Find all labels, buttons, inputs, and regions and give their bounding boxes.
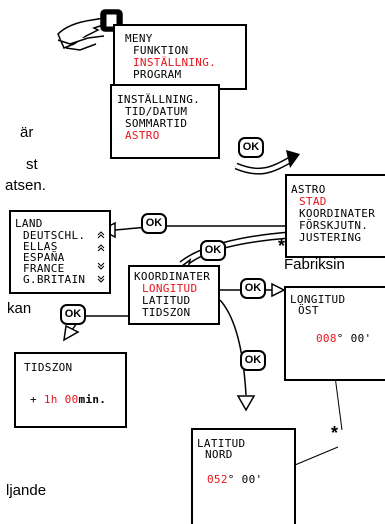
- ok-button: OK: [238, 137, 264, 158]
- timezone-min-label: min.: [78, 393, 107, 406]
- scroll-arrows-icon: [97, 231, 105, 283]
- coordinates-item-longitud: LONGITUD: [142, 282, 198, 295]
- side-text-2: st: [26, 156, 38, 173]
- ok-button: OK: [60, 304, 86, 325]
- timezone-hours: 1h: [43, 393, 58, 406]
- degree-symbol: °: [227, 473, 235, 486]
- coordinates-item-tidszon: TIDSZON: [142, 306, 191, 319]
- settings-item-astro: ASTRO: [125, 129, 160, 142]
- latitude-minutes: 00': [241, 473, 263, 486]
- latitude-degrees: 052: [207, 473, 228, 486]
- side-text-1: är: [20, 124, 34, 141]
- settings-screen: INSTÄLLNING. TID/DATUM SOMMARTID ASTRO: [110, 84, 220, 159]
- side-text-3: atsen.: [5, 177, 46, 194]
- latitude-value: 052° 00': [207, 474, 262, 485]
- astro-item-forskjutn: FÖRSKJUTN.: [299, 219, 369, 232]
- degree-symbol: °: [336, 332, 344, 345]
- side-text-4: kan: [7, 300, 32, 317]
- settings-item-sommartid: SOMMARTID: [125, 117, 188, 130]
- ok-button: OK: [200, 240, 226, 261]
- land-title: LAND: [15, 217, 43, 230]
- astro-item-justering: JUSTERING: [299, 231, 362, 244]
- menu-item-installning: INSTÄLLNING.: [133, 56, 217, 69]
- coordinates-screen: KOORDINATER LONGITUD LATITUD TIDSZON: [128, 265, 220, 325]
- land-country: G.BRITAIN: [23, 273, 86, 286]
- land-country: ELLAS: [23, 240, 58, 253]
- land-country: DEUTSCHL.: [23, 229, 86, 242]
- astro-item-stad: STAD: [299, 195, 327, 208]
- settings-item-tid-datum: TID/DATUM: [125, 105, 188, 118]
- timezone-sign: +: [30, 393, 37, 406]
- menu-item-funktion: FUNKTION: [133, 44, 189, 57]
- latitude-direction: NORD: [205, 448, 233, 461]
- land-country: FRANCE: [23, 262, 65, 275]
- menu-title: MENY: [125, 32, 153, 45]
- longitude-screen: LONGITUD ÖST 008° 00': [284, 286, 385, 381]
- latitude-title: LATITUD: [197, 437, 246, 450]
- ok-button: OK: [141, 213, 167, 234]
- timezone-value: + 1h 00min.: [30, 394, 106, 405]
- menu-item-program: PROGRAM: [133, 68, 182, 81]
- longitude-title: LONGITUD: [290, 293, 346, 306]
- ok-button: OK: [240, 350, 266, 371]
- timezone-screen: TIDSZON + 1h 00min.: [14, 352, 127, 428]
- ok-button: OK: [240, 278, 266, 299]
- longitude-value: 008° 00': [316, 333, 371, 344]
- side-text-5: ljande: [6, 482, 47, 499]
- hand-pressing-button-icon: [57, 9, 123, 51]
- astro-item-koordinater: KOORDINATER: [299, 207, 376, 220]
- land-screen: LAND DEUTSCHL. ELLAS ESPAÑA FRANCE G.BRI…: [9, 210, 111, 294]
- longitude-direction: ÖST: [298, 304, 319, 317]
- astro-screen: ASTRO STAD KOORDINATER FÖRSKJUTN. JUSTER…: [285, 174, 385, 258]
- settings-title: INSTÄLLNING.: [117, 93, 201, 106]
- land-country: ESPAÑA: [23, 251, 65, 264]
- longitude-degrees: 008: [316, 332, 337, 345]
- timezone-minutes: 00: [64, 393, 79, 406]
- asterisk-mark: *: [331, 423, 339, 443]
- menu-screen: MENY FUNKTION INSTÄLLNING. PROGRAM: [113, 24, 247, 90]
- timezone-title: TIDSZON: [24, 361, 73, 374]
- latitude-screen: LATITUD NORD 052° 00': [191, 428, 296, 524]
- longitude-minutes: 00': [350, 332, 372, 345]
- factory-settings-label: Fabriksin: [284, 256, 345, 273]
- coordinates-title: KOORDINATER: [134, 270, 211, 283]
- asterisk-mark: *: [278, 236, 286, 256]
- astro-title: ASTRO: [291, 183, 326, 196]
- coordinates-item-latitud: LATITUD: [142, 294, 191, 307]
